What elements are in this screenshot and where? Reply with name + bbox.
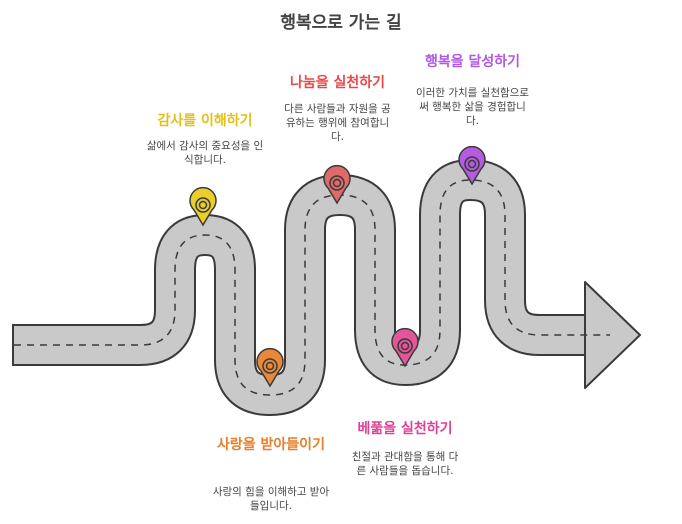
pin-icon-orange	[256, 347, 284, 388]
step-desc-happiness: 이러한 가치를 실천함으로써 행복한 삶을 경험합니다.	[416, 87, 529, 127]
diagram-title: 행복으로 가는 길	[280, 13, 402, 33]
step-title-sharing: 나눔을 실천하기	[289, 75, 386, 91]
step-title-love: 사랑을 받아들이기	[217, 437, 325, 453]
step-title-giving: 베풂을 실천하기	[357, 421, 453, 437]
step-title-gratitude: 감사를 이해하기	[157, 113, 253, 129]
arrow-head	[584, 281, 641, 389]
step-title-happiness: 행복을 달성하기	[424, 54, 521, 70]
pin-icon-yellow	[189, 186, 217, 227]
pin-icon-red	[323, 164, 351, 205]
pin-icon-pink	[391, 327, 419, 368]
step-desc-love: 사랑의 힘을 이해하고 받아들입니다.	[212, 486, 330, 512]
step-desc-giving: 친절과 관대함을 통해 다른 사람들을 돕습니다.	[351, 451, 459, 477]
step-desc-gratitude: 삶에서 감사의 중요성을 인식합니다.	[146, 140, 264, 166]
pin-icon-purple	[458, 145, 486, 186]
step-desc-sharing: 다른 사람들과 자원을 공유하는 행위에 참여합니다.	[284, 103, 391, 143]
